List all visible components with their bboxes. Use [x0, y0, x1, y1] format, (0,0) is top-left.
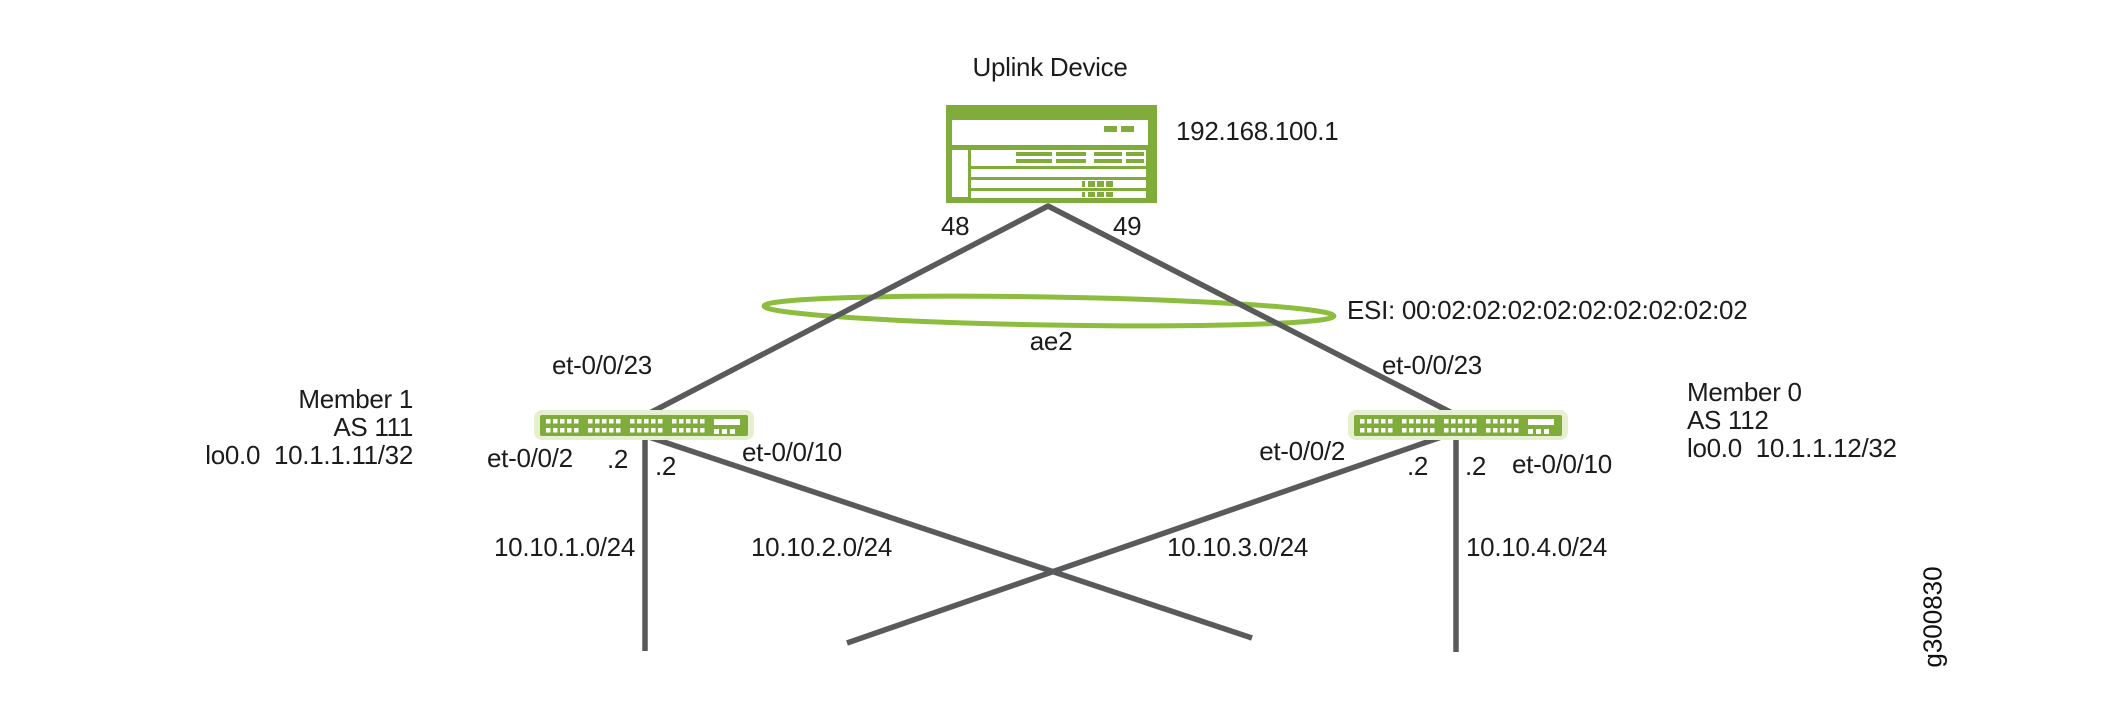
subnet-1-label: 10.10.1.0/24	[494, 532, 635, 562]
member1-as-label: AS 111	[333, 412, 413, 442]
links	[642, 203, 1459, 652]
member1-switch-icon	[534, 410, 754, 440]
figure-id-watermark: g300830	[1917, 566, 1948, 668]
ae2-label: ae2	[1029, 326, 1073, 356]
member0-interface-et-0-0-10-label: et-0/0/10	[1512, 449, 1612, 479]
member0-loopback-label: lo0.0 10.1.1.12/32	[1687, 433, 1897, 463]
uplink-ip-label: 192.168.100.1	[1176, 116, 1339, 146]
member0-addr-2b-label: .2	[1465, 451, 1487, 481]
member0-as-label: AS 112	[1687, 405, 1769, 435]
link-member0-subnet2	[846, 431, 1451, 646]
member1-interface-et-0-0-10-label: et-0/0/10	[742, 437, 842, 467]
member0-name-label: Member 0	[1687, 377, 1802, 407]
subnet-4-label: 10.10.4.0/24	[1466, 532, 1607, 562]
uplink-port-48-label: 48	[941, 211, 970, 241]
member1-interface-et-0-0-2-label: et-0/0/2	[487, 443, 573, 473]
member0-interface-et-0-0-2-label: et-0/0/2	[1259, 436, 1345, 466]
subnet-3-label: 10.10.3.0/24	[1167, 532, 1308, 562]
uplink-device-icon	[946, 105, 1157, 203]
member1-loopback-label: lo0.0 10.1.1.11/32	[205, 440, 413, 470]
uplink-port-49-label: 49	[1113, 211, 1142, 241]
subnet-2-label: 10.10.2.0/24	[751, 532, 892, 562]
member1-uplink-interface-label: et-0/0/23	[552, 350, 652, 380]
member1-addr-2-label: .2	[607, 444, 629, 474]
link-uplink-to-members	[642, 203, 1458, 419]
member0-switch-icon	[1348, 410, 1568, 440]
esi-label: ESI: 00:02:02:02:02:02:02:02:02:02	[1347, 295, 1748, 325]
member1-addr-2b-label: .2	[655, 451, 677, 481]
uplink-device-title: Uplink Device	[972, 52, 1128, 82]
member1-name-label: Member 1	[298, 384, 413, 414]
member0-addr-2-label: .2	[1407, 451, 1429, 481]
esi-lag-ellipse	[761, 293, 1337, 329]
link-member1-subnet3	[645, 433, 1253, 641]
member0-uplink-interface-label: et-0/0/23	[1382, 350, 1482, 380]
